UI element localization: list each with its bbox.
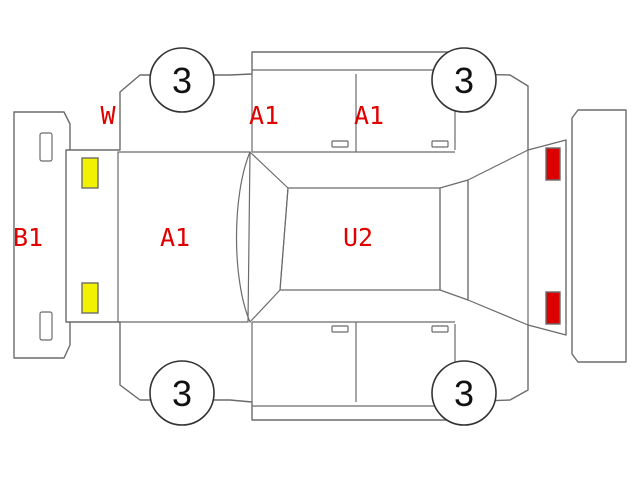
label-front-bumper: B1 <box>13 223 43 252</box>
car-body <box>65 51 567 421</box>
label-roof: U2 <box>343 223 373 252</box>
tire-label-front-right: 3 <box>172 373 192 414</box>
headlight-left <box>81 157 99 189</box>
taillight-top <box>545 147 561 181</box>
headlight-right <box>81 282 99 314</box>
tire-label-rear-left: 3 <box>454 60 474 101</box>
front-bumper <box>13 111 71 359</box>
tire-label-front-left: 3 <box>172 60 192 101</box>
label-front-door-upper: A1 <box>249 101 279 130</box>
rear-bumper <box>571 109 627 363</box>
wheel-rear-left: 3 <box>431 47 497 113</box>
label-windshield: W <box>100 101 116 130</box>
label-rear-door-upper: A1 <box>354 101 384 130</box>
tire-label-rear-right: 3 <box>454 373 474 414</box>
taillight-bottom <box>545 291 561 325</box>
wheel-front-right: 3 <box>149 360 215 426</box>
wheel-front-left: 3 <box>149 47 215 113</box>
label-hood: A1 <box>160 223 190 252</box>
wheel-rear-right: 3 <box>431 360 497 426</box>
